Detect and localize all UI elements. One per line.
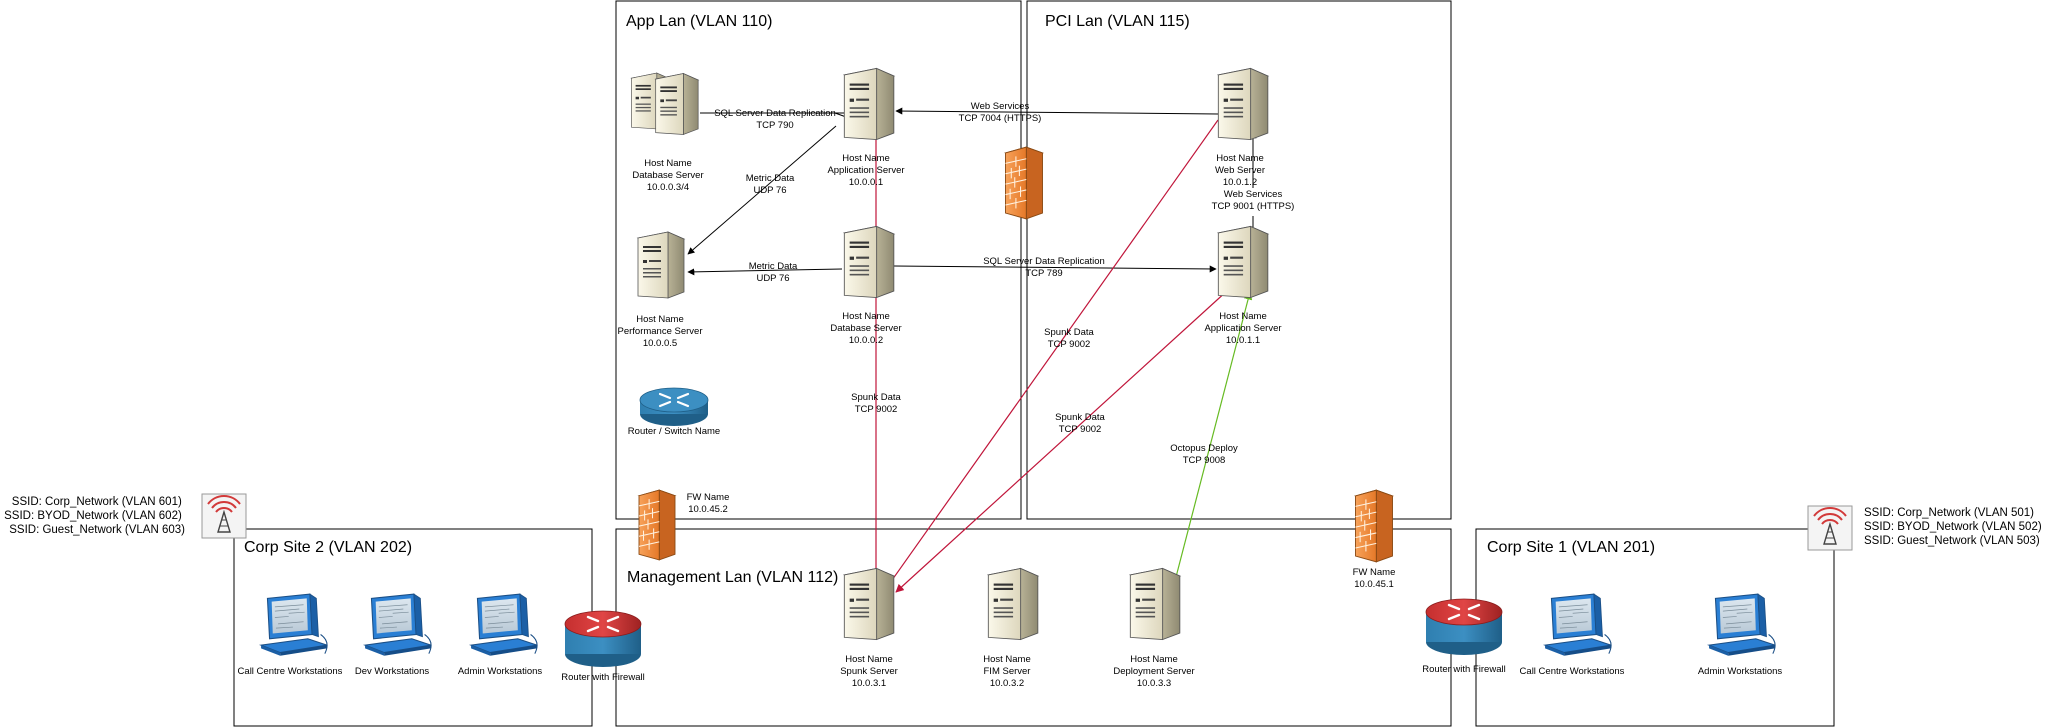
deployment-server-icon[interactable] bbox=[1129, 567, 1181, 641]
database-server-icon[interactable] bbox=[843, 225, 895, 299]
corp2-admin-label: Admin Workstations bbox=[458, 666, 543, 677]
ssid-list-right: SSID: Corp_Network (VLAN 501) SSID: BYOD… bbox=[1864, 507, 2045, 547]
router-firewall-right-icon[interactable] bbox=[1425, 598, 1503, 655]
corp-site-1-title: Corp Site 1 (VLAN 201) bbox=[1487, 539, 1655, 556]
router-switch-icon[interactable] bbox=[639, 387, 709, 426]
corp2-call-centre-label: Call Centre Workstations bbox=[238, 666, 343, 677]
wireless-ap-left-icon[interactable] bbox=[201, 493, 247, 539]
app-lan-zone bbox=[615, 0, 1022, 520]
corp1-call-centre-workstation-icon[interactable] bbox=[1544, 593, 1612, 657]
database-cluster-icon[interactable] bbox=[630, 72, 699, 135]
web-server-icon[interactable] bbox=[1217, 67, 1269, 141]
pci-application-server-icon[interactable] bbox=[1217, 225, 1269, 299]
router-firewall-left-icon[interactable] bbox=[564, 610, 642, 667]
firewall-right-icon[interactable] bbox=[1354, 489, 1394, 563]
web-services-7004-link bbox=[895, 107, 1219, 115]
octopus-deploy-link bbox=[1175, 291, 1253, 578]
corp2-dev-label: Dev Workstations bbox=[355, 666, 430, 677]
corp2-dev-workstation-icon[interactable] bbox=[364, 593, 432, 657]
corp2-call-centre-workstation-icon[interactable] bbox=[260, 593, 328, 657]
firewall-left-icon[interactable] bbox=[638, 489, 676, 561]
router-firewall-right-label: Router with Firewall bbox=[1422, 664, 1505, 675]
metric-data-upper-link bbox=[687, 125, 837, 255]
wireless-ap-right-icon[interactable] bbox=[1807, 505, 1853, 551]
pci-lan-title: PCI Lan (VLAN 115) bbox=[1045, 13, 1190, 30]
corp-site-1-zone bbox=[1475, 528, 1835, 727]
performance-server-icon[interactable] bbox=[637, 231, 685, 299]
fim-server-icon[interactable] bbox=[987, 567, 1039, 641]
ssid-list-left: SSID: Corp_Network (VLAN 601) SSID: BYOD… bbox=[4, 496, 185, 536]
app-lan-title: App Lan (VLAN 110) bbox=[626, 13, 772, 30]
metric-data-lower-link bbox=[687, 268, 843, 276]
corp1-admin-workstation-icon[interactable] bbox=[1708, 593, 1776, 657]
corp1-admin-label: Admin Workstations bbox=[1698, 666, 1783, 677]
spunk-server-icon[interactable] bbox=[843, 567, 895, 641]
corp2-admin-workstation-icon[interactable] bbox=[470, 593, 538, 657]
router-switch-label: Router / Switch Name bbox=[628, 426, 720, 437]
application-server-icon[interactable] bbox=[843, 67, 895, 141]
corp-site-2-title: Corp Site 2 (VLAN 202) bbox=[244, 539, 412, 556]
router-firewall-left-label: Router with Firewall bbox=[561, 672, 644, 683]
pci-lan-zone bbox=[1026, 0, 1452, 520]
management-lan-title: Management Lan (VLAN 112) bbox=[627, 569, 838, 586]
corp1-call-centre-label: Call Centre Workstations bbox=[1520, 666, 1625, 677]
spunk-link-pciapp-to-spunk bbox=[895, 289, 1229, 593]
sql-replication-789-link bbox=[893, 265, 1217, 273]
spunk-link-web-to-spunk bbox=[884, 119, 1219, 591]
app-lan-firewall-icon bbox=[1004, 146, 1044, 220]
